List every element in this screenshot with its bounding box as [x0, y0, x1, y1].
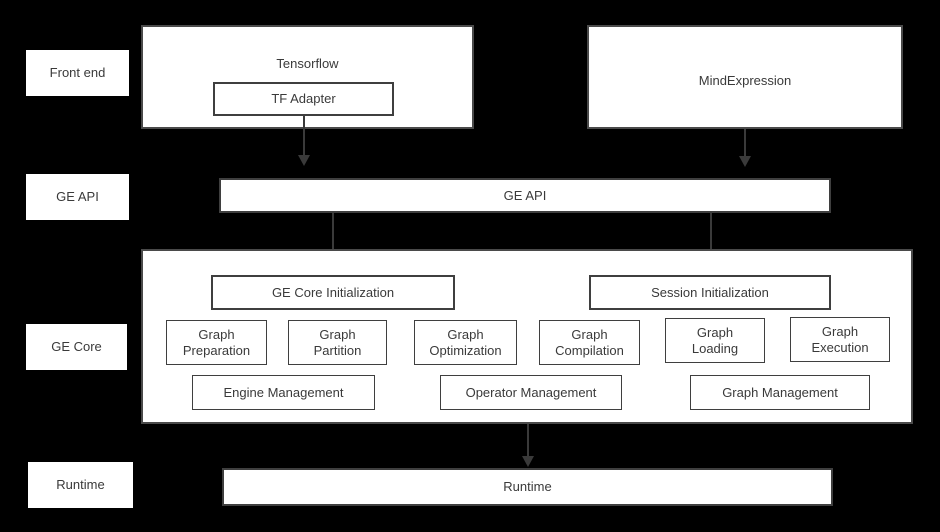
ge-core-initialization-label: GE Core Initialization	[271, 284, 395, 300]
tensorflow-title: Tensorflow	[276, 56, 339, 71]
mindexpression-container: MindExpression	[587, 25, 903, 129]
arrowhead-ge-core-to-runtime	[522, 456, 534, 467]
tf-adapter-label: TF Adapter	[271, 91, 336, 107]
graph-management-label: Graph Management	[722, 384, 838, 400]
connector-mindexpression-to-ge-api	[744, 129, 746, 157]
stage-label-text: Runtime	[56, 477, 105, 493]
engine-management-label: Engine Management	[223, 384, 344, 400]
session-initialization-box[interactable]: Session Initialization	[589, 275, 831, 310]
graph-partition-box[interactable]: Graph Partition	[288, 320, 387, 365]
runtime-box[interactable]: Runtime	[222, 468, 833, 506]
operator-management-label: Operator Management	[465, 384, 597, 400]
connector-ge-core-to-runtime	[527, 424, 529, 457]
graph-optimization-box[interactable]: Graph Optimization	[414, 320, 517, 365]
stage-label-text: Front end	[49, 65, 106, 81]
graph-execution-box[interactable]: Graph Execution	[790, 317, 890, 362]
arrowhead-tf-adapter-to-ge-api	[298, 155, 310, 166]
engine-management-box[interactable]: Engine Management	[192, 375, 375, 410]
mindexpression-title: MindExpression	[698, 73, 792, 88]
connector-tf-adapter-to-ge-api	[303, 116, 305, 156]
ge-api-box[interactable]: GE API	[219, 178, 831, 213]
graph-partition-label: Graph Partition	[313, 327, 362, 358]
runtime-label: Runtime	[503, 479, 552, 495]
graph-preparation-label: Graph Preparation	[182, 327, 251, 358]
graph-compilation-label: Graph Compilation	[555, 327, 624, 358]
connector-ge-api-to-core-init	[332, 213, 334, 258]
session-initialization-label: Session Initialization	[651, 284, 769, 300]
graph-optimization-label: Graph Optimization	[429, 327, 502, 358]
stage-label-runtime: Runtime	[28, 462, 133, 508]
graph-loading-box[interactable]: Graph Loading	[665, 318, 765, 363]
ge-core-initialization-box[interactable]: GE Core Initialization	[211, 275, 455, 310]
tf-adapter-box[interactable]: TF Adapter	[213, 82, 394, 116]
operator-management-box[interactable]: Operator Management	[440, 375, 622, 410]
stage-label-front-end: Front end	[26, 50, 129, 96]
connector-ge-api-to-session-init	[710, 213, 712, 258]
stage-label-text: GE API	[56, 189, 99, 205]
graph-preparation-box[interactable]: Graph Preparation	[166, 320, 267, 365]
graph-execution-label: Graph Execution	[811, 324, 869, 355]
stage-label-ge-core: GE Core	[26, 324, 127, 370]
graph-loading-label: Graph Loading	[691, 325, 739, 356]
graph-compilation-box[interactable]: Graph Compilation	[539, 320, 640, 365]
ge-api-label: GE API	[503, 187, 547, 203]
stage-label-ge-api: GE API	[26, 174, 129, 220]
arrowhead-mindexpression-to-ge-api	[739, 156, 751, 167]
graph-management-box[interactable]: Graph Management	[690, 375, 870, 410]
stage-label-text: GE Core	[51, 339, 102, 355]
